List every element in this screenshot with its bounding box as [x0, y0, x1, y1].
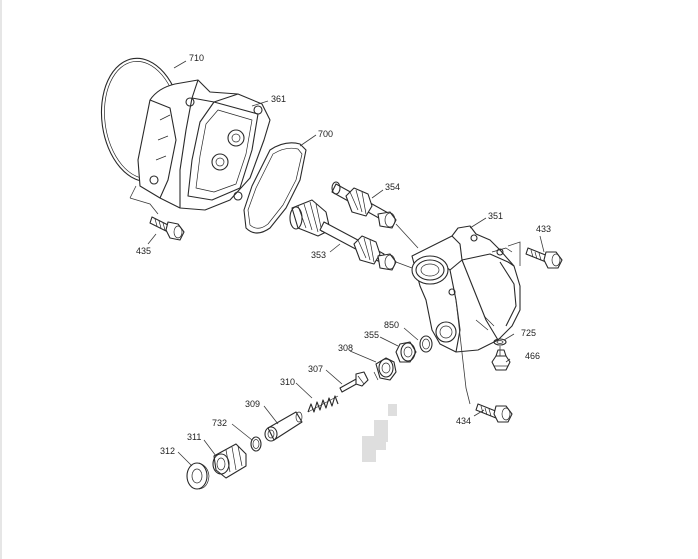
callout-710: 710 — [189, 53, 204, 63]
callout-354: 354 — [385, 182, 400, 192]
callout-351: 351 — [488, 211, 503, 221]
part-353-gear-shaft[interactable] — [289, 199, 397, 271]
callout-434: 434 — [456, 416, 471, 426]
callout-308: 308 — [338, 343, 353, 353]
callout-435: 435 — [136, 246, 151, 256]
callout-732: 732 — [212, 418, 227, 428]
part-850-o-ring[interactable] — [419, 335, 433, 353]
part-725-washer[interactable] — [493, 338, 507, 346]
callout-433: 433 — [536, 224, 551, 234]
callout-850: 850 — [384, 320, 399, 330]
part-355-bushing[interactable] — [395, 341, 417, 363]
part-312-washer[interactable] — [186, 462, 210, 490]
part-434-bolt[interactable] — [475, 403, 513, 423]
part-700-flat-gasket[interactable] — [243, 142, 307, 234]
callout-355: 355 — [364, 330, 379, 340]
callout-312: 312 — [160, 446, 175, 456]
callout-310: 310 — [280, 377, 295, 387]
callout-700: 700 — [318, 129, 333, 139]
callout-353: 353 — [311, 250, 326, 260]
callout-309: 309 — [245, 399, 260, 409]
part-310-spring[interactable] — [307, 395, 339, 413]
part-308-valve-seat[interactable] — [373, 357, 397, 381]
callout-361: 361 — [271, 94, 286, 104]
blurred-artifact — [362, 404, 397, 462]
part-309-plunger[interactable] — [264, 411, 303, 442]
part-311-threaded-plug[interactable] — [212, 443, 247, 479]
viewer-border — [0, 0, 2, 559]
callout-311: 311 — [187, 432, 201, 442]
callout-725: 725 — [521, 328, 536, 338]
part-351-pump-body[interactable] — [411, 225, 521, 353]
leader-lines — [129, 60, 545, 467]
callout-466: 466 — [525, 351, 540, 361]
part-361-cover-housing[interactable] — [137, 79, 271, 211]
part-307-valve-pin[interactable] — [339, 371, 369, 393]
callout-307: 307 — [308, 364, 323, 374]
callout-labels: 710 361 700 354 351 433 435 353 850 355 … — [136, 53, 551, 456]
part-466-plug[interactable] — [491, 349, 511, 371]
part-433-bolt[interactable] — [525, 247, 563, 269]
part-354-gear-shaft[interactable] — [331, 181, 397, 229]
part-435-bolt[interactable] — [149, 216, 185, 241]
part-732-o-ring[interactable] — [250, 436, 262, 452]
